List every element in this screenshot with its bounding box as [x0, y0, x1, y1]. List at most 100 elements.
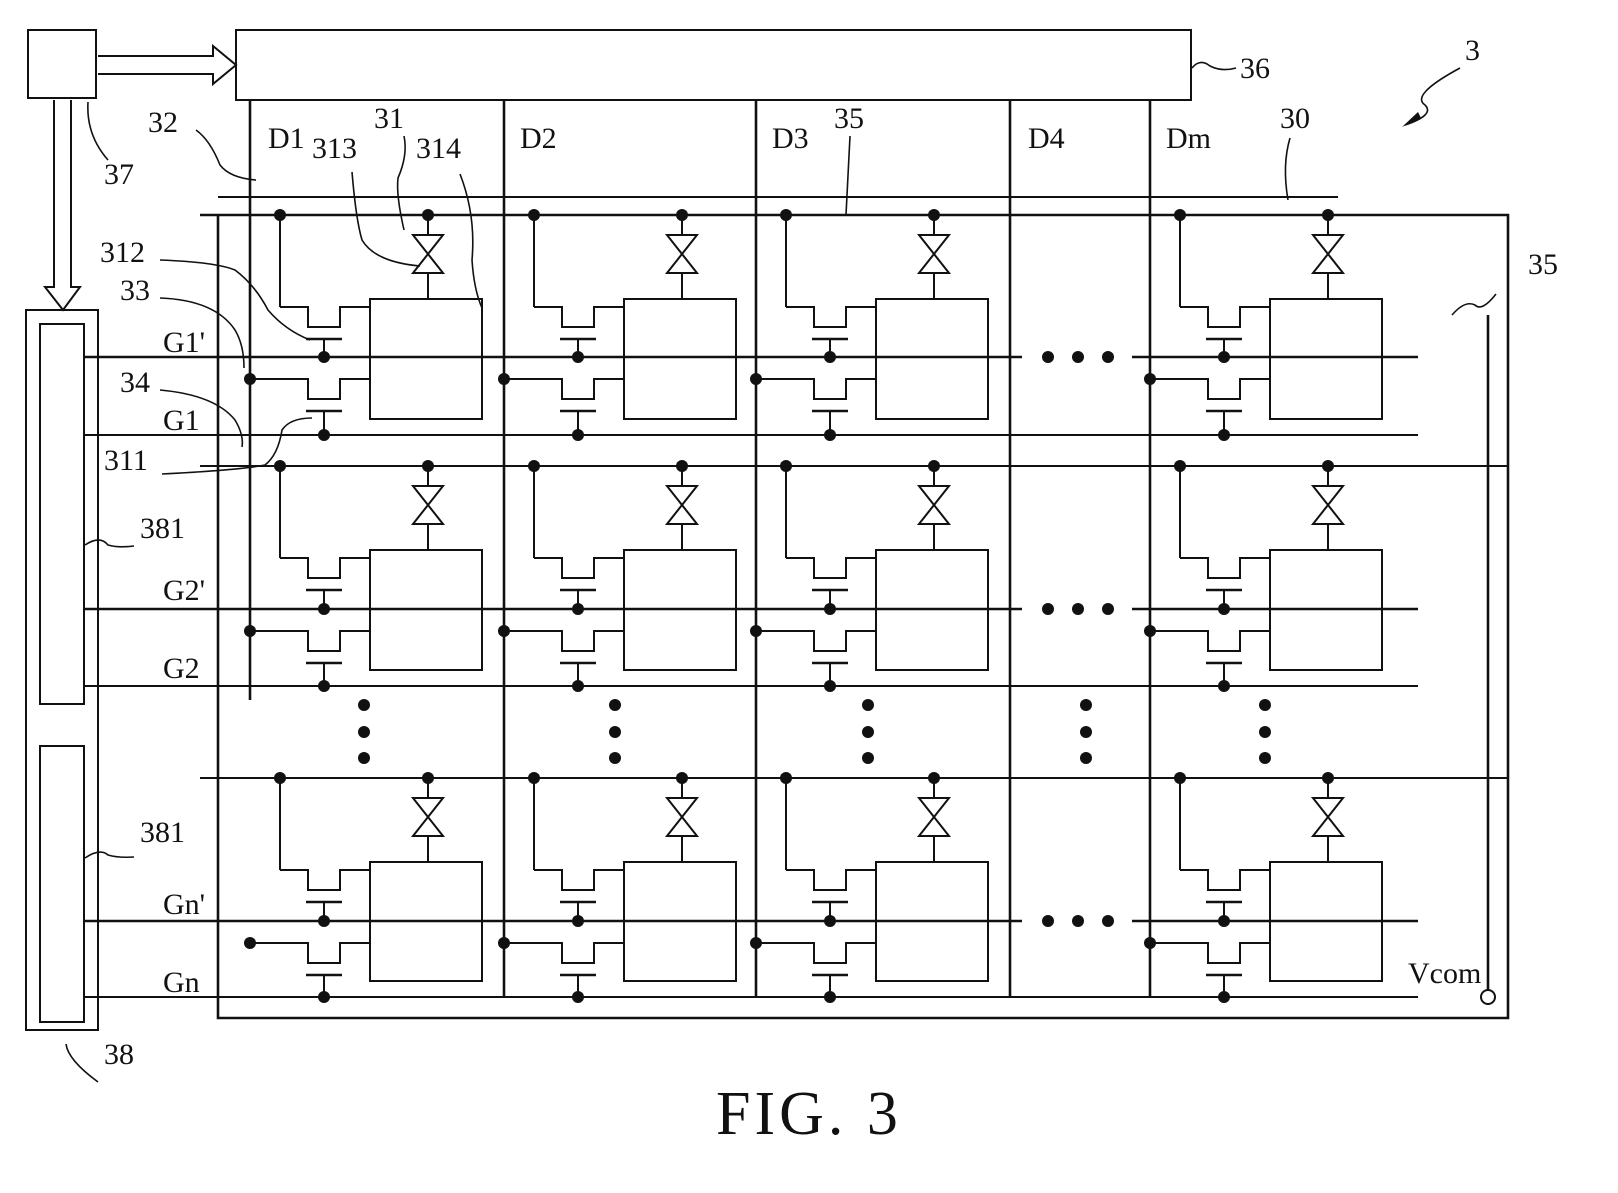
callout-381-lower: 381	[140, 816, 185, 849]
callout-314-leader	[460, 174, 482, 308]
transistor-312	[786, 307, 876, 327]
callout-381-upper-leader	[85, 540, 134, 547]
switch-313-icon	[667, 235, 697, 273]
switch-313-icon	[1313, 235, 1343, 273]
callout-3: 3	[1465, 34, 1480, 67]
transistor-312	[786, 870, 876, 890]
junction-dot	[1218, 915, 1230, 927]
transistor-311	[756, 379, 876, 399]
pixel-cell	[750, 772, 988, 1003]
ellipsis-dot	[609, 699, 621, 711]
ellipsis-dot	[862, 752, 874, 764]
pixel-cell	[498, 209, 736, 441]
data-line-label-4: D4	[1028, 122, 1065, 155]
pixel-cell	[498, 460, 736, 692]
junction-dot	[572, 351, 584, 363]
transistor-311	[504, 379, 624, 399]
pixel-cell	[750, 209, 988, 441]
switch-313-icon	[919, 798, 949, 836]
pixel-cell	[244, 460, 482, 692]
pixel-cell	[1144, 460, 1382, 692]
ellipsis-dot	[1042, 603, 1054, 615]
ellipsis-dot	[1102, 603, 1114, 615]
callout-38: 38	[104, 1038, 134, 1071]
transistor-312	[1180, 307, 1270, 327]
junction-dot	[824, 429, 836, 441]
data-driver-block	[236, 30, 1191, 100]
pixel-cell	[498, 772, 736, 1003]
callout-313: 313	[312, 132, 357, 165]
junction-dot	[572, 991, 584, 1003]
callout-36: 36	[1240, 52, 1270, 85]
ellipsis-dot	[1072, 351, 1084, 363]
callout-314: 314	[416, 132, 461, 165]
junction-dot	[824, 915, 836, 927]
gate-line-label-g1p: G1'	[163, 326, 205, 359]
transistor-311	[250, 631, 370, 651]
pixel-cell	[244, 772, 482, 1003]
switch-313-icon	[1313, 798, 1343, 836]
arrow-right-icon	[98, 46, 236, 84]
transistor-312	[534, 558, 624, 578]
transistor-311	[1150, 379, 1270, 399]
data-line-label-m: Dm	[1166, 122, 1211, 155]
gate-driver-subunit-1	[40, 324, 84, 704]
transistor-312	[280, 558, 370, 578]
gate-line-label-g2p: G2'	[163, 574, 205, 607]
junction-dot	[1218, 991, 1230, 1003]
ellipsis-dot	[1259, 752, 1271, 764]
gate-line-label-gnp: Gn'	[163, 888, 205, 921]
ellipsis-dot	[1080, 752, 1092, 764]
callout-37-leader	[88, 102, 108, 160]
ellipsis-dot	[358, 699, 370, 711]
ellipsis-dot	[1102, 915, 1114, 927]
gate-line-label-gn: Gn	[163, 966, 200, 999]
pixel-cell	[1144, 772, 1382, 1003]
pixel-cell	[244, 209, 482, 441]
transistor-312	[534, 307, 624, 327]
callout-311: 311	[104, 444, 148, 477]
callout-32: 32	[148, 106, 178, 139]
ellipsis-dot	[1080, 726, 1092, 738]
transistor-311	[1150, 943, 1270, 963]
ellipsis-dot	[1042, 351, 1054, 363]
data-line-label-2: D2	[520, 122, 557, 155]
ellipsis-dot	[1259, 726, 1271, 738]
pixel-cell	[750, 460, 988, 692]
junction-dot	[824, 351, 836, 363]
pixel-electrode-314	[624, 299, 736, 419]
ellipsis-dot	[1259, 699, 1271, 711]
ellipsis-dot	[1042, 915, 1054, 927]
junction-dot	[1218, 603, 1230, 615]
transistor-312	[280, 307, 370, 327]
junction-dot	[1218, 680, 1230, 692]
callout-38-leader	[66, 1044, 98, 1082]
callout-35-top-leader	[846, 136, 850, 215]
transistor-311	[250, 379, 370, 399]
callout-36-leader	[1192, 62, 1236, 69]
junction-dot	[318, 991, 330, 1003]
junction-dot	[318, 603, 330, 615]
transistor-311	[756, 631, 876, 651]
junction-dot	[318, 351, 330, 363]
transistor-312	[1180, 870, 1270, 890]
switch-313-icon	[413, 486, 443, 524]
ellipsis-dot	[609, 752, 621, 764]
callout-30: 30	[1280, 102, 1310, 135]
gate-line-label-g2: G2	[163, 652, 200, 685]
callout-35-right: 35	[1528, 248, 1558, 281]
transistor-312	[786, 558, 876, 578]
pixel-electrode-314	[1270, 299, 1382, 419]
gate-line-label-g1: G1	[163, 404, 200, 437]
switch-313-icon	[919, 235, 949, 273]
gate-driver-subunit-2	[40, 746, 84, 1022]
ellipsis-dot	[1080, 699, 1092, 711]
junction-dot	[572, 603, 584, 615]
common-line-loop	[200, 215, 1508, 1018]
switch-313-icon	[919, 486, 949, 524]
callout-35-top: 35	[834, 102, 864, 135]
pixel-cell	[1144, 209, 1382, 441]
callout-381-lower-leader	[85, 852, 134, 858]
arrow-down-icon	[45, 100, 80, 310]
